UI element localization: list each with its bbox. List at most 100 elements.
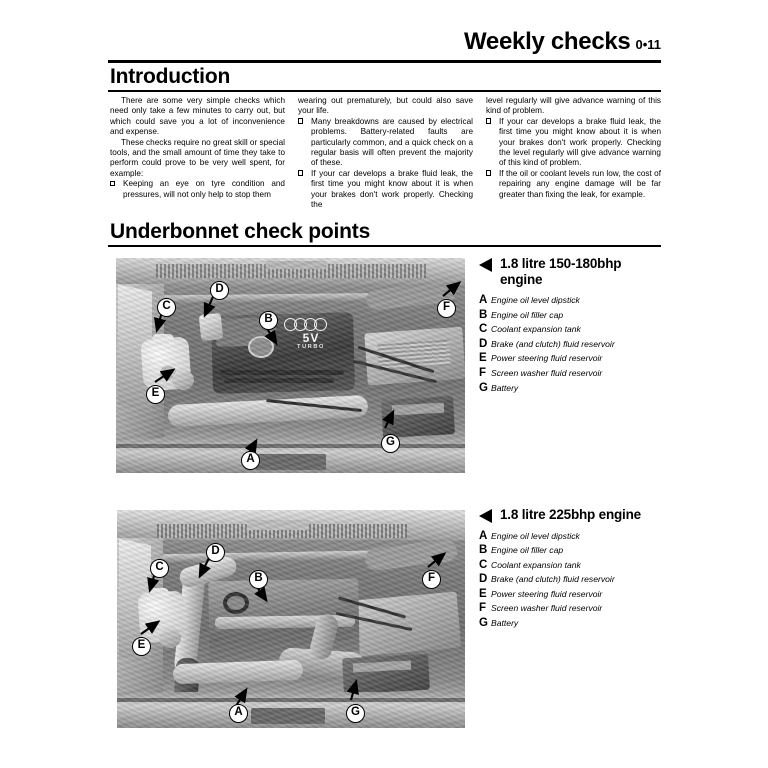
legend-key: E: [479, 352, 487, 365]
page-header: Weekly checks 0•11: [108, 30, 661, 54]
legend-desc: Brake (and clutch) fluid reservoir: [491, 338, 615, 349]
legend-key: C: [479, 558, 488, 571]
badge-5v-text: 5V: [302, 331, 320, 345]
intro-column-1: There are some very simple checks which …: [110, 96, 285, 210]
legend-desc: Screen washer fluid reservoir: [491, 367, 603, 378]
legend-key: B: [479, 308, 488, 321]
legend-key: F: [479, 602, 487, 615]
paragraph-text: If your car develops a brake fluid leak,…: [499, 116, 661, 168]
legend-desc: Engine oil filler cap: [491, 545, 564, 556]
header-rule: [108, 60, 661, 63]
legend-desc: Engine oil level dipstick: [491, 295, 580, 305]
legend-desc: Power steering fluid reservoir: [491, 588, 603, 599]
page-title: Weekly checks: [464, 28, 631, 55]
paragraph-text: Keeping an eye on tyre condition and pre…: [123, 179, 285, 199]
underbonnet-heading: Underbonnet check points: [110, 220, 371, 243]
legend-item: F Screen washer fluid reservoir: [479, 602, 661, 614]
legend-desc: Battery: [491, 618, 519, 629]
bullet-paragraph: If your car develops a brake fluid leak,…: [486, 117, 661, 169]
callout-marker-b[interactable]: B: [249, 570, 268, 589]
legend-desc: Screen washer fluid reservoir: [491, 603, 603, 614]
callout-marker-d[interactable]: D: [206, 543, 225, 562]
legend-key: A: [479, 294, 488, 306]
callout-marker-g[interactable]: G: [381, 434, 400, 453]
legend-item: E Power steering fluid reservoir: [479, 588, 661, 600]
bullet-paragraph: If your car develops a brake fluid leak,…: [298, 169, 473, 211]
callout-marker-f[interactable]: F: [437, 299, 456, 318]
legend-item: F Screen washer fluid reservoir: [479, 367, 661, 379]
legend-desc: Coolant expansion tank: [491, 559, 581, 570]
legend-key: G: [479, 617, 488, 630]
legend-item: E Power steering fluid reservoir: [479, 352, 661, 364]
legend-key: G: [479, 381, 488, 394]
callout-marker-c[interactable]: C: [150, 559, 169, 578]
paragraph-text: Many breakdowns are caused by electrical…: [311, 116, 473, 168]
left-triangle-icon: [479, 258, 492, 272]
left-triangle-icon: [479, 509, 492, 523]
legend-title-text: 1.8 litre 225bhp engine: [500, 507, 641, 522]
legend-key: B: [479, 544, 488, 557]
engine-bay-photo-225bhp: [117, 510, 465, 728]
checkbox-bullet-icon: [486, 170, 492, 176]
paragraph-text: If the oil or coolant levels run low, th…: [499, 168, 661, 199]
underbonnet-rule: [108, 245, 661, 247]
bullet-paragraph: If the oil or coolant levels run low, th…: [486, 169, 661, 200]
intro-column-2: wearing out prematurely, but could also …: [298, 96, 473, 210]
callout-marker-g[interactable]: G: [346, 704, 365, 723]
callout-marker-f[interactable]: F: [422, 570, 441, 589]
paragraph: level regularly will give advance warnin…: [486, 96, 661, 116]
introduction-heading: Introduction: [110, 65, 231, 88]
legend-key: E: [479, 587, 487, 600]
legend-key: D: [479, 337, 488, 350]
legend-desc: Battery: [491, 382, 519, 393]
legend-title: 1.8 litre 225bhp engine: [479, 507, 661, 523]
legend-key: A: [479, 529, 488, 542]
paragraph: These checks require no great skill or s…: [110, 137, 285, 178]
legend-desc: Engine oil filler cap: [491, 309, 564, 320]
engine-bay-photo-150-180bhp: 5V TURBO: [116, 258, 465, 473]
callout-marker-d[interactable]: D: [210, 281, 229, 300]
callout-marker-a[interactable]: A: [241, 451, 260, 470]
bullet-paragraph: Many breakdowns are caused by electrical…: [298, 117, 473, 169]
paragraph: There are some very simple checks which …: [110, 96, 285, 137]
legend-key: D: [479, 573, 488, 586]
legend-desc: Coolant expansion tank: [491, 324, 581, 335]
legend-title-text: 1.8 litre 150-180bhp engine: [500, 256, 622, 287]
checkbox-bullet-icon: [298, 118, 304, 124]
legend-desc: Brake (and clutch) fluid reservoir: [491, 574, 615, 585]
page-folio: 0•11: [635, 37, 661, 52]
callout-marker-b[interactable]: B: [259, 311, 278, 330]
callout-marker-c[interactable]: C: [157, 298, 176, 317]
paragraph-text: If your car develops a brake fluid leak,…: [311, 168, 473, 210]
intro-column-3: level regularly will give advance warnin…: [486, 96, 661, 210]
legend-key: C: [479, 323, 488, 336]
legend-desc: Engine oil level dipstick: [491, 530, 580, 541]
legend-title: 1.8 litre 150-180bhp engine: [479, 256, 661, 287]
audi-badge: 5V TURBO: [284, 318, 338, 351]
callout-marker-e[interactable]: E: [146, 385, 165, 404]
introduction-rule: [108, 90, 661, 92]
checkbox-bullet-icon: [298, 170, 304, 176]
legend-key: F: [479, 366, 487, 379]
callout-marker-a[interactable]: A: [229, 704, 248, 723]
legend-desc: Power steering fluid reservoir: [491, 353, 603, 364]
checkbox-bullet-icon: [110, 180, 116, 186]
paragraph: wearing out prematurely, but could also …: [298, 96, 473, 116]
audi-rings-icon: [284, 318, 338, 331]
checkbox-bullet-icon: [486, 118, 492, 124]
callout-marker-e[interactable]: E: [132, 637, 151, 656]
